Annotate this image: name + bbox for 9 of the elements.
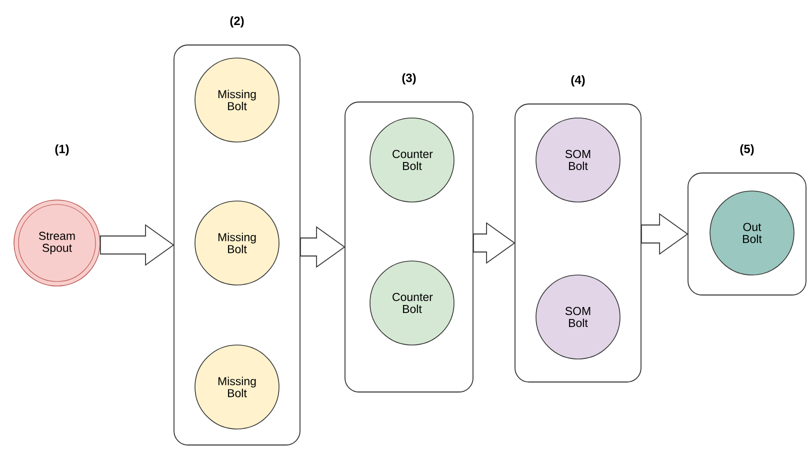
block-arrow: [473, 222, 516, 264]
block-arrow: [641, 213, 688, 255]
step-label: (1): [55, 144, 69, 156]
block-arrow: [100, 224, 174, 266]
node-label: (2): [230, 16, 244, 28]
node-label: (3): [402, 73, 416, 84]
node-label: (4): [571, 75, 585, 86]
block-arrow: [300, 226, 346, 268]
node-label: (5): [740, 144, 754, 156]
